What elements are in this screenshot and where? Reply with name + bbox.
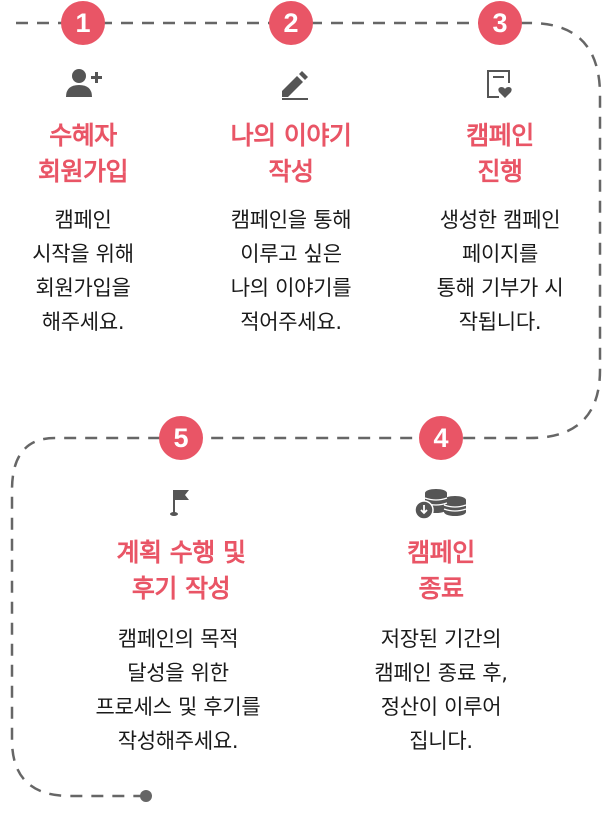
step-3-title: 캠페인 진행	[466, 121, 534, 186]
step-2-title: 나의 이야기 작성	[230, 121, 352, 186]
dashed-connector-line	[10, 21, 602, 798]
path-end-dot	[140, 790, 152, 802]
step-4-badge: 4	[419, 416, 463, 460]
step-1-badge: 1	[61, 1, 105, 45]
step-5-description: 캠페인의 목적 달성을 위한 프로세스 및 후기를 작성해주세요.	[95, 627, 261, 753]
coins-download-icon	[410, 482, 470, 522]
document-heart-icon	[470, 64, 530, 104]
user-plus-icon	[53, 64, 113, 104]
step-3-number: 3	[492, 7, 508, 38]
step-5-number: 5	[173, 422, 189, 453]
pencil-icon	[262, 64, 322, 104]
step-2-description: 캠페인을 통해 이루고 싶은 나의 이야기를 적어주세요.	[230, 208, 352, 334]
step-3-description: 생성한 캠페인 페이지를 통해 기부가 시 작됩니다.	[436, 208, 564, 334]
step-1-number: 1	[75, 7, 91, 38]
step-4-title: 캠페인 종료	[407, 538, 475, 603]
step-5-badge: 5	[159, 416, 203, 460]
step-1-description: 캠페인 시작을 위해 회원가입을 해주세요.	[32, 208, 134, 334]
step-4-number: 4	[433, 422, 449, 453]
step-5-title: 계획 수행 및 후기 작성	[116, 538, 246, 603]
step-3-badge: 3	[478, 1, 522, 45]
step-4-description: 저장된 기간의 캠페인 종료 후, 정산이 이루어 집니다.	[374, 627, 508, 753]
step-2-badge: 2	[269, 1, 313, 45]
step-1-title: 수혜자 회원가입	[37, 121, 129, 186]
flag-icon	[150, 482, 210, 522]
step-2-number: 2	[283, 7, 299, 38]
